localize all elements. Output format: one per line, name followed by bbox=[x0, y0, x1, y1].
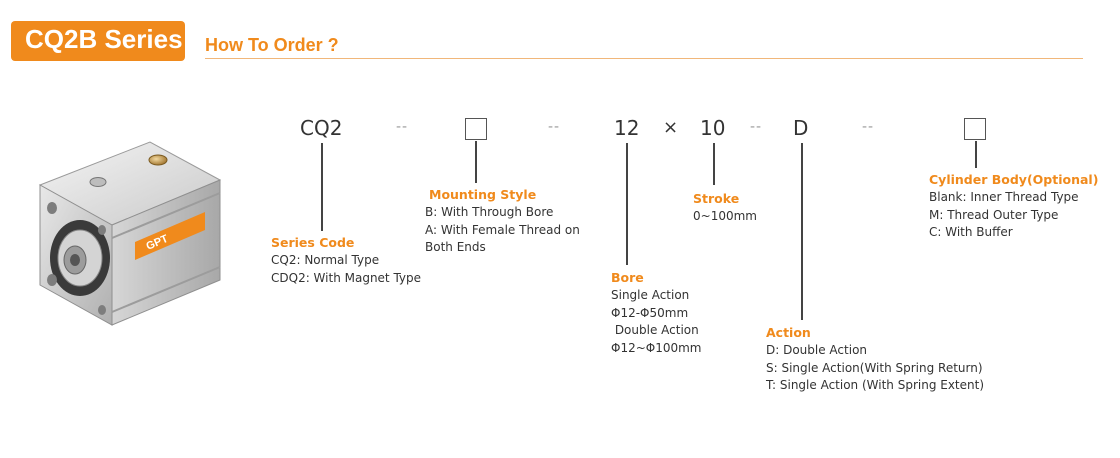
stroke-desc: 0~100mm bbox=[693, 208, 757, 226]
cylinder-body-line: M: Thread Outer Type bbox=[929, 207, 1059, 222]
leader-series-code bbox=[321, 143, 323, 231]
bore-desc: Single Action Φ12-Φ50mm Double Action Φ1… bbox=[611, 287, 702, 357]
bore-title: Bore bbox=[611, 270, 644, 285]
bore-line: Double Action bbox=[611, 323, 699, 337]
stroke-title: Stroke bbox=[693, 191, 740, 206]
cylinder-body-line: Blank: Inner Thread Type bbox=[929, 190, 1079, 204]
how-to-order-heading: How To Order ? bbox=[205, 35, 339, 55]
action-line: T: Single Action (With Spring Extent) bbox=[766, 378, 985, 392]
code-series: CQ2 bbox=[300, 116, 343, 140]
header-divider bbox=[205, 58, 1083, 59]
cylinder-body-box bbox=[964, 118, 986, 140]
code-separator-4: -- bbox=[862, 119, 875, 135]
mounting-style-line: Both Ends bbox=[425, 240, 486, 254]
action-line: D: Double Action bbox=[766, 343, 868, 357]
bore-line: Φ12-Φ50mm bbox=[611, 305, 689, 320]
cylinder-body-desc: Blank: Inner Thread Type M: Thread Outer… bbox=[929, 189, 1079, 242]
leader-mounting-style bbox=[475, 141, 477, 183]
series-code-title: Series Code bbox=[271, 235, 355, 250]
leader-cylinder-body bbox=[975, 141, 977, 168]
series-code-line: CDQ2: With Magnet Type bbox=[271, 270, 422, 285]
series-title: CQ2B Series bbox=[25, 24, 183, 54]
series-code-line: CQ2: Normal Type bbox=[271, 253, 380, 267]
bore-line: Φ12~Φ100mm bbox=[611, 340, 702, 355]
cylinder-body-title: Cylinder Body(Optional) bbox=[929, 172, 1099, 187]
code-times-sign: × bbox=[663, 117, 679, 138]
cylinder-body-line: C: With Buffer bbox=[929, 225, 1013, 239]
code-separator-2: -- bbox=[548, 119, 561, 135]
bore-line: Single Action bbox=[611, 288, 690, 302]
code-action: D bbox=[793, 116, 809, 140]
action-line: S: Single Action(With Spring Return) bbox=[766, 360, 983, 375]
mounting-style-line: B: With Through Bore bbox=[425, 205, 554, 219]
mounting-style-desc: B: With Through Bore A: With Female Thre… bbox=[425, 204, 580, 257]
stroke-line: 0~100mm bbox=[693, 209, 757, 223]
action-title: Action bbox=[766, 325, 811, 340]
mounting-style-title: Mounting Style bbox=[429, 187, 537, 202]
leader-bore bbox=[626, 143, 628, 265]
code-separator-1: -- bbox=[396, 119, 409, 135]
pneumatic-cylinder-icon: GPT bbox=[38, 141, 222, 326]
leader-action bbox=[801, 143, 803, 320]
series-badge: CQ2B Series bbox=[11, 21, 185, 61]
mounting-style-box bbox=[465, 118, 487, 140]
mounting-style-line: A: With Female Thread on bbox=[425, 222, 580, 237]
leader-stroke bbox=[713, 143, 715, 185]
code-separator-3: -- bbox=[750, 119, 763, 135]
code-stroke: 10 bbox=[700, 116, 726, 140]
series-code-desc: CQ2: Normal Type CDQ2: With Magnet Type bbox=[271, 252, 421, 287]
code-bore: 12 bbox=[614, 116, 640, 140]
action-desc: D: Double Action S: Single Action(With S… bbox=[766, 342, 984, 395]
